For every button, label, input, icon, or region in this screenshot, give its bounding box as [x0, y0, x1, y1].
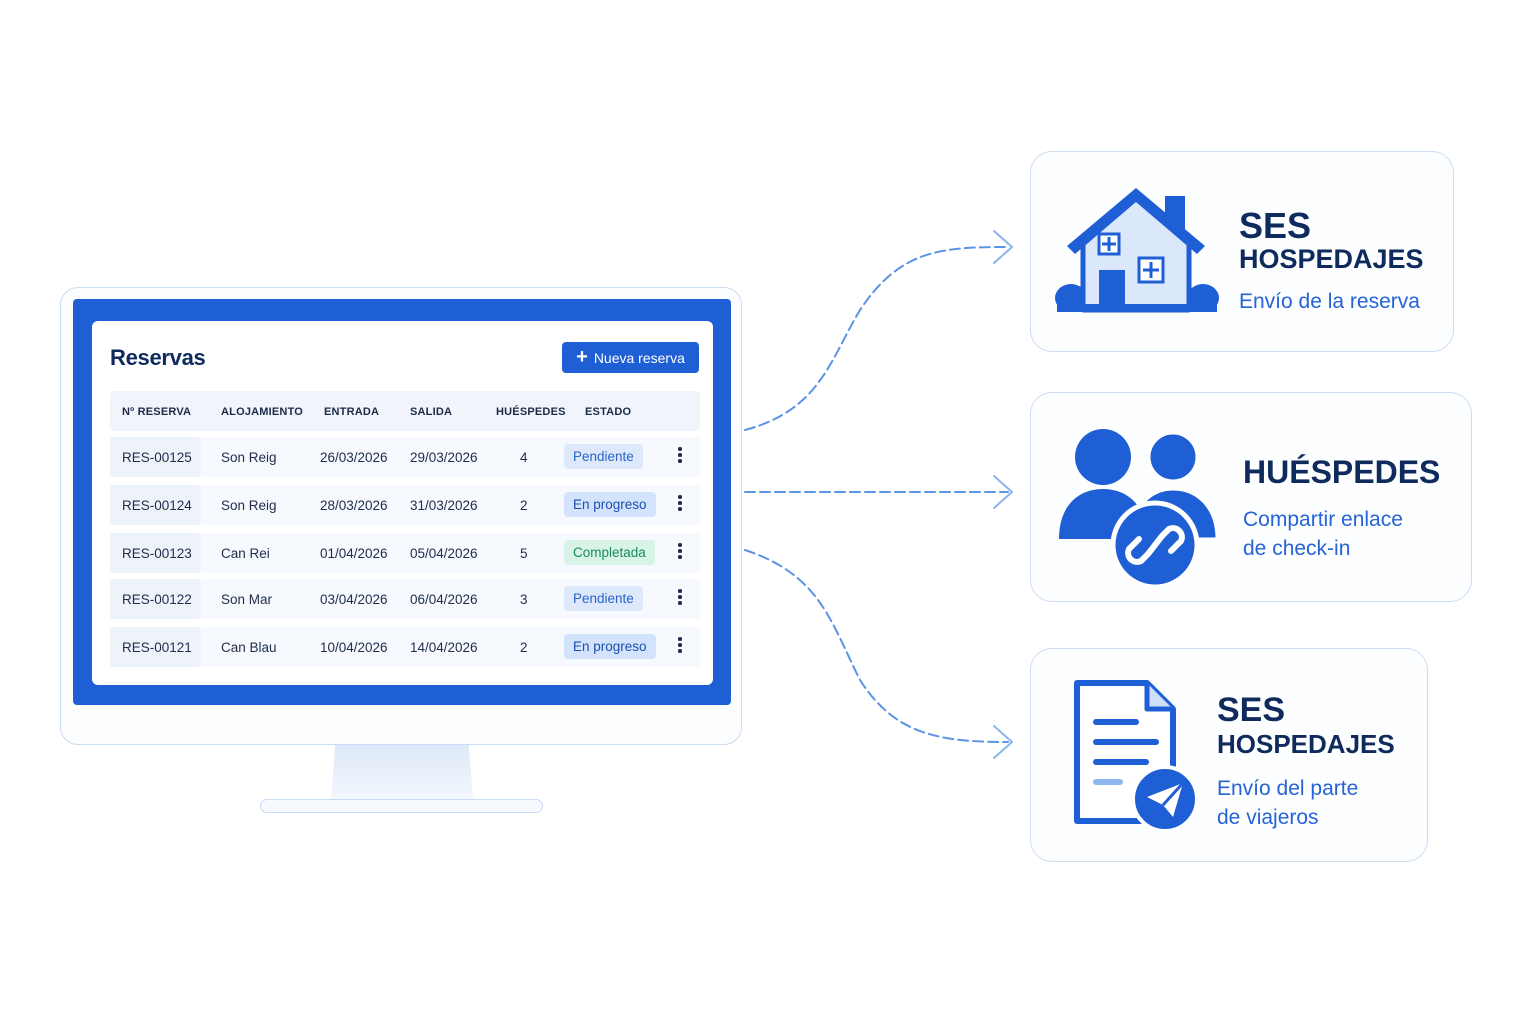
new-reservation-button[interactable]: + Nueva reserva: [562, 342, 699, 373]
reservation-id: RES-00123: [122, 546, 192, 561]
card-traveler-report: SES HOSPEDAJES Envío del parte de viajer…: [1030, 648, 1428, 862]
plus-icon: +: [576, 345, 588, 368]
document-send-icon: [1074, 680, 1195, 833]
card-subtitle: Envío de la reserva: [1239, 290, 1420, 313]
status-badge: En progreso: [564, 634, 656, 659]
guest-count: 2: [520, 498, 528, 513]
card-title-line2: HOSPEDAJES: [1239, 244, 1424, 274]
table-row[interactable]: RES-00124 Son Reig 28/03/2026 31/03/2026…: [110, 485, 700, 525]
column-header-id: Nº RESERVA: [122, 406, 192, 418]
check-out-date: 06/04/2026: [410, 592, 478, 607]
page-title: Reservas: [110, 345, 206, 370]
card-subtitle-line1: Envío del parte: [1217, 777, 1359, 800]
card-title: HUÉSPEDES: [1243, 454, 1441, 490]
guest-count: 2: [520, 640, 528, 655]
guest-count: 4: [520, 450, 528, 465]
table-header: Nº RESERVA ALOJAMIENTO ENTRADA SALIDA HU…: [110, 391, 700, 431]
connector-to-reserva: [744, 246, 1009, 431]
accommodation: Son Mar: [221, 592, 273, 607]
reservation-id: RES-00124: [122, 498, 192, 513]
row-menu-icon[interactable]: [675, 543, 685, 563]
column-header-alojamiento: ALOJAMIENTO: [221, 406, 304, 418]
row-menu-icon[interactable]: [675, 447, 685, 467]
house-icon: [1055, 188, 1219, 313]
card-guest-checkin-link: HUÉSPEDES Compartir enlace de check-in: [1030, 392, 1472, 602]
check-out-date: 05/04/2026: [410, 546, 478, 561]
check-in-date: 01/04/2026: [320, 546, 388, 561]
accommodation: Son Reig: [221, 498, 277, 513]
column-header-salida: SALIDA: [410, 406, 453, 418]
connector-to-parte: [744, 549, 1009, 743]
accommodation: Can Rei: [221, 546, 270, 561]
table-row[interactable]: RES-00122 Son Mar 03/04/2026 06/04/2026 …: [110, 579, 700, 619]
guest-count: 3: [520, 592, 528, 607]
status-badge: En progreso: [564, 492, 656, 517]
arrowhead-reserva: [993, 230, 1013, 264]
card-subtitle-line1: Compartir enlace: [1243, 508, 1403, 531]
check-in-date: 28/03/2026: [320, 498, 388, 513]
table-row[interactable]: RES-00125 Son Reig 26/03/2026 29/03/2026…: [110, 437, 700, 477]
check-in-date: 03/04/2026: [320, 592, 388, 607]
reservation-id: RES-00125: [122, 450, 192, 465]
check-out-date: 29/03/2026: [410, 450, 478, 465]
column-header-estado: ESTADO: [585, 406, 632, 418]
table-row[interactable]: RES-00123 Can Rei 01/04/2026 05/04/2026 …: [110, 533, 700, 573]
monitor-neck: [331, 745, 473, 799]
row-menu-icon[interactable]: [675, 637, 685, 657]
card-title-line1: SES: [1217, 691, 1286, 729]
status-badge: Completada: [564, 540, 655, 565]
card-subtitle-line2: de check-in: [1243, 537, 1351, 560]
reservations-panel: Reservas + Nueva reserva Nº RESERVA ALOJ…: [92, 321, 713, 685]
column-header-huespedes: HUÉSPEDES: [496, 406, 566, 418]
check-in-date: 26/03/2026: [320, 450, 388, 465]
card-title-line1: SES: [1239, 205, 1312, 246]
guests-link-icon: [1059, 429, 1219, 587]
arrowhead-parte: [993, 725, 1013, 759]
check-out-date: 31/03/2026: [410, 498, 478, 513]
card-subtitle-line2: de viajeros: [1217, 806, 1319, 829]
row-menu-icon[interactable]: [675, 589, 685, 609]
check-in-date: 10/04/2026: [320, 640, 388, 655]
row-menu-icon[interactable]: [675, 495, 685, 515]
arrowhead-huespedes: [993, 475, 1013, 509]
reservation-id: RES-00122: [122, 592, 192, 607]
column-header-entrada: ENTRADA: [324, 406, 380, 418]
card-title-line2: HOSPEDAJES: [1217, 729, 1395, 759]
new-reservation-label: Nueva reserva: [593, 349, 685, 366]
status-badge: Pendiente: [564, 586, 643, 611]
guest-count: 5: [520, 546, 528, 561]
check-out-date: 14/04/2026: [410, 640, 478, 655]
reservation-id: RES-00121: [122, 640, 192, 655]
status-badge: Pendiente: [564, 444, 643, 469]
monitor-base: [260, 799, 543, 813]
card-reservation-submission: SES HOSPEDAJES Envío de la reserva: [1030, 151, 1454, 352]
table-row[interactable]: RES-00121 Can Blau 10/04/2026 14/04/2026…: [110, 627, 700, 667]
accommodation: Can Blau: [221, 640, 277, 655]
accommodation: Son Reig: [221, 450, 277, 465]
